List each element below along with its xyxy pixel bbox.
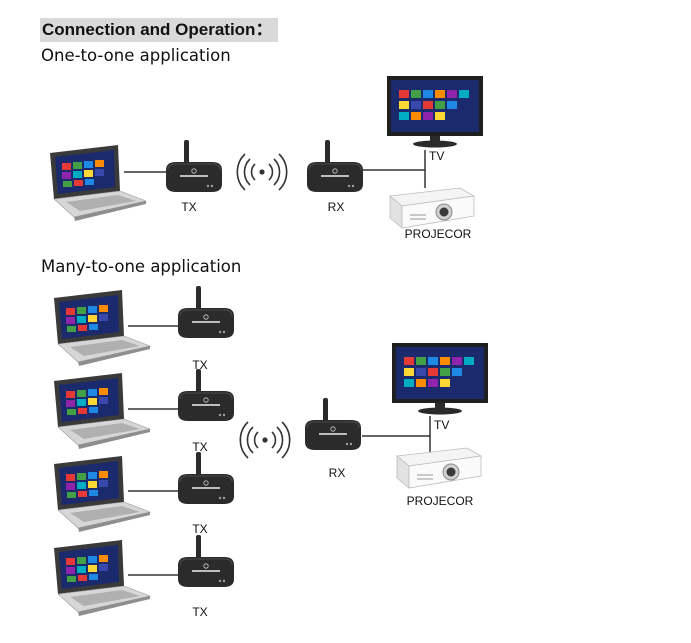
projector (389, 187, 475, 229)
transmitter-device (177, 285, 235, 339)
rx-label: RX (329, 466, 346, 480)
section-heading: Connection and Operation： (40, 18, 279, 42)
laptop-icon (53, 289, 151, 367)
tx-label: TX (192, 440, 207, 454)
one-to-one-section: TX RX TV PROJECOR (49, 76, 483, 241)
rx-label: RX (328, 200, 345, 214)
cable-line (363, 150, 426, 171)
tv-monitor (387, 76, 483, 148)
wireless-signal-icon (236, 153, 288, 191)
projector (396, 447, 482, 489)
projector-label: PROJECOR (405, 227, 472, 241)
tv-monitor (392, 343, 488, 415)
transmitter-device (177, 534, 235, 588)
tx-label: TX (192, 605, 207, 619)
laptop-icon (49, 144, 147, 222)
many-to-one-title: Many-to-one application (41, 257, 242, 276)
tx-label: TX (192, 522, 207, 536)
transmitter-device (177, 368, 235, 422)
transmitter-device (177, 451, 235, 505)
tx-label: TX (181, 200, 196, 214)
tv-label: TV (429, 149, 444, 163)
receiver-device (306, 139, 364, 193)
one-to-one-title: One-to-one application (41, 46, 231, 65)
laptop-icon (53, 539, 151, 617)
transmitter-device (165, 139, 223, 193)
laptop-icon (53, 455, 151, 533)
laptop-icon (53, 372, 151, 450)
many-to-one-section: TX TX TX TX RX TV PROJECOR (53, 285, 488, 619)
receiver-device (304, 397, 362, 451)
tv-label: TV (434, 418, 449, 432)
cable-line (362, 416, 431, 437)
projector-label: PROJECOR (407, 494, 474, 508)
wireless-signal-icon (239, 421, 291, 459)
tx-label: TX (192, 358, 207, 372)
